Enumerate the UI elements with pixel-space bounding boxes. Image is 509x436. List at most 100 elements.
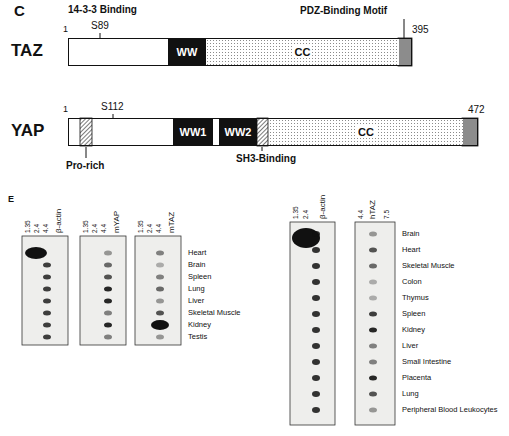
blot-band: [369, 360, 377, 365]
blot-band: [156, 287, 164, 292]
domain-label: WW: [177, 46, 198, 58]
blot-band: [104, 335, 112, 340]
blot-band: [43, 323, 51, 328]
blot-panel: [355, 222, 395, 425]
blot-band: [312, 327, 320, 333]
tissue-label: Kidney: [188, 321, 211, 330]
site-label: 14-3-3 Binding: [68, 4, 137, 16]
lane-label: 7.5: [383, 210, 390, 219]
tissue-label: Liver: [402, 342, 418, 351]
blot-panel: [290, 222, 335, 425]
domain-label: WW1: [180, 126, 207, 138]
lane-label: 2.4: [146, 224, 153, 233]
blot-band: [43, 287, 51, 292]
lane-label: 2.4: [302, 210, 309, 219]
blot-panel: [135, 236, 181, 345]
tissue-label: Testis: [188, 333, 207, 342]
phospho-site: S89: [91, 20, 109, 32]
tissue-label: Spleen: [188, 273, 211, 282]
domain-label: WW2: [225, 126, 252, 138]
blot-band: [312, 279, 320, 285]
lane-label: 1.35: [137, 220, 144, 233]
phospho-site: S112: [101, 101, 124, 113]
blot-band: [312, 295, 320, 301]
panel-letter: C: [14, 2, 25, 19]
tissue-label: Heart: [402, 246, 420, 255]
coiled-coil-region: CC: [269, 119, 463, 145]
blot-band: [104, 323, 112, 328]
blot-band: [312, 231, 320, 237]
blot-band: [312, 391, 320, 397]
blot-band: [156, 251, 164, 256]
pdz-motif-box: [398, 38, 412, 66]
blot-band: [312, 375, 320, 381]
protein-name: TAZ: [11, 42, 43, 61]
lane-label: 4.4: [155, 224, 162, 233]
blot-band: [369, 296, 377, 301]
tissue-label: Lung: [188, 285, 205, 294]
blot-band: [156, 311, 164, 316]
blot-band: [369, 248, 377, 253]
lane-label: 4.4: [42, 224, 49, 233]
tissue-label: Brain: [402, 230, 420, 239]
coiled-coil-region: CC: [206, 39, 399, 65]
protein-bar-fill: [68, 118, 478, 146]
lane-label: 4.4: [357, 210, 364, 219]
tissue-label: Skeletal Muscle: [188, 309, 241, 318]
blot-band: [43, 311, 51, 316]
pro-rich-box: [80, 118, 92, 146]
panel-letter: E: [8, 194, 14, 204]
protein-bar: YAPWW1WW2CC: [68, 118, 478, 146]
blot-band: [292, 228, 320, 248]
residue-number: 395: [412, 24, 429, 36]
blot-band: [369, 376, 377, 381]
blot-band: [312, 359, 320, 365]
lane-label: mYAP: [112, 211, 121, 233]
blot-panel: [80, 236, 126, 345]
blot-band: [312, 343, 320, 349]
domain-label: CC: [293, 46, 313, 58]
ww-domain: WW2: [219, 119, 257, 145]
motif-label: Pro-rich: [66, 160, 104, 172]
lane-label: β-actin: [318, 195, 327, 219]
blot-band: [369, 392, 377, 397]
domain-label: CC: [356, 126, 376, 138]
ww-domain: WW: [168, 39, 206, 65]
lane-label: 4.4: [100, 224, 107, 233]
blot-band: [25, 247, 47, 259]
blot-band: [369, 344, 377, 349]
leader-line: [262, 147, 263, 151]
leader-line: [404, 19, 405, 38]
tissue-label: Kidney: [402, 326, 425, 335]
blot-band: [104, 311, 112, 316]
lane-label: 1.35: [292, 206, 299, 219]
site-label: PDZ-Binding Motif: [300, 5, 387, 17]
blot-band: [156, 335, 164, 340]
blot-band: [369, 312, 377, 317]
lane-label: hTAZ: [368, 200, 377, 219]
residue-number: 1: [63, 24, 68, 34]
lane-label: mTAZ: [167, 212, 176, 233]
blot-band: [369, 232, 377, 237]
blot-band: [104, 251, 112, 256]
lane-label: 1.35: [24, 220, 31, 233]
blot-band: [156, 275, 164, 280]
lane-label: 1.35: [82, 220, 89, 233]
tissue-label: Skeletal Muscle: [402, 262, 455, 271]
pdz-motif-box: [462, 118, 478, 146]
lane-label: 2.4: [91, 224, 98, 233]
blot-band: [43, 335, 51, 340]
tissue-label: Spleen: [402, 310, 425, 319]
blot-band: [104, 299, 112, 304]
blot-band: [312, 263, 320, 269]
blot-band: [156, 299, 164, 304]
blot-band: [104, 275, 112, 280]
blot-band: [43, 275, 51, 280]
blot-band: [312, 311, 320, 317]
protein-name: YAP: [11, 122, 44, 141]
tissue-label: Peripheral Blood Leukocytes: [402, 406, 497, 415]
tissue-label: Lung: [402, 390, 419, 399]
blot-panel: [22, 236, 68, 345]
lane-label: 2.4: [33, 224, 40, 233]
